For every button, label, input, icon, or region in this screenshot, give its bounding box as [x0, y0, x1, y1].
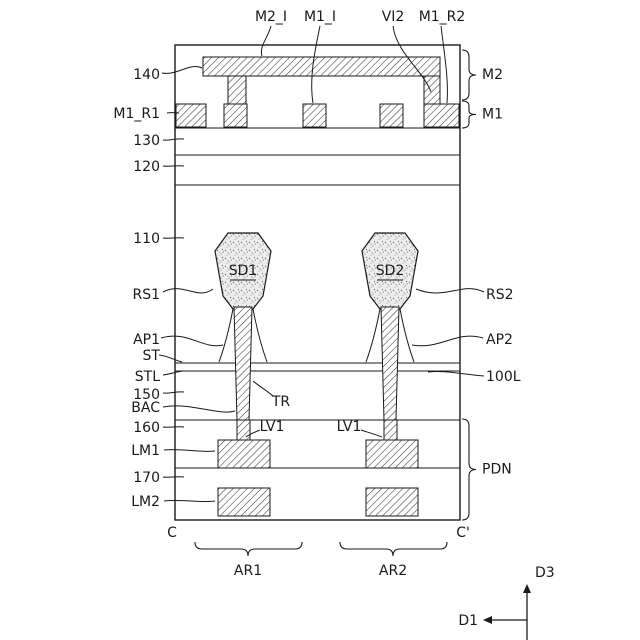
leader-lv1-left [245, 429, 261, 438]
brace-ar1 [194, 541, 303, 557]
label-110: 110 [133, 231, 160, 247]
lv1-via-right [383, 419, 398, 441]
lm1-left [217, 439, 271, 469]
lm2-left [217, 487, 271, 517]
brace-m2 [461, 49, 477, 101]
label-sd1: SD1 [229, 263, 258, 279]
label-c-prime: C' [456, 525, 470, 541]
leader-stl [162, 370, 184, 376]
leader-160 [162, 426, 185, 428]
label-ar2: AR2 [379, 563, 407, 579]
leader-rs2 [415, 288, 485, 294]
label-bac: BAC [131, 400, 160, 416]
leader-110 [162, 237, 185, 239]
lm1-right [365, 439, 419, 469]
leader-m1i [311, 25, 321, 104]
leader-170 [162, 476, 185, 478]
d3-arrowhead-icon [523, 584, 531, 593]
leader-150 [162, 391, 185, 394]
label-m1i: M1_I [304, 9, 336, 25]
label-m1r1: M1_R1 [113, 106, 160, 122]
leader-lm2 [163, 499, 216, 503]
label-120: 120 [133, 159, 160, 175]
label-vi2: VI2 [382, 9, 405, 25]
label-lv1-right: LV1 [337, 419, 362, 435]
leader-ap2 [411, 335, 484, 347]
m1-island-r1 [175, 103, 207, 128]
leader-lines [158, 25, 485, 503]
label-150: 150 [133, 387, 160, 403]
ap2-left-curve [365, 308, 381, 363]
label-lv1-left: LV1 [260, 419, 285, 435]
ap1-right-curve [252, 308, 268, 363]
brace-ar2 [339, 541, 448, 557]
label-m2i: M2_I [255, 9, 287, 25]
m1-island-2 [223, 103, 248, 128]
label-160: 160 [133, 420, 160, 436]
lv1-via-left [236, 419, 251, 441]
leader-lv1-right [360, 429, 383, 438]
channel-right [380, 306, 400, 421]
label-tr: TR [271, 394, 291, 410]
leader-lm1 [163, 449, 216, 452]
leader-100l [427, 371, 485, 377]
leader-st [158, 354, 183, 363]
leader-bac [162, 405, 236, 413]
label-d1: D1 [458, 613, 478, 629]
m1-island-4 [379, 103, 404, 128]
group-braces [194, 49, 477, 557]
label-130: 130 [133, 133, 160, 149]
leader-vi2 [392, 25, 432, 93]
leader-rs1 [162, 288, 214, 294]
device-body [174, 44, 461, 521]
label-st: ST [143, 348, 161, 364]
label-rs2: RS2 [486, 287, 514, 303]
m1-island-i [302, 103, 327, 128]
label-ap1: AP1 [133, 332, 160, 348]
leader-tr [252, 380, 274, 397]
label-rs1: RS1 [132, 287, 160, 303]
leader-m2i [260, 25, 272, 57]
ap1-left-curve [218, 308, 234, 363]
label-100l: 100L [486, 369, 521, 385]
d1-arrowhead-icon [483, 616, 492, 624]
ap2-right-curve [399, 308, 415, 363]
sd2-epitaxy [361, 232, 419, 310]
label-m1: M1 [482, 107, 503, 123]
label-ar1: AR1 [234, 563, 262, 579]
sd1-epitaxy [214, 232, 272, 310]
label-stl: STL [135, 369, 160, 385]
brace-m1 [461, 100, 477, 129]
leader-m1r2 [440, 25, 448, 104]
via-vi2 [423, 75, 441, 105]
leader-ap1 [160, 335, 224, 347]
label-lm1: LM1 [131, 443, 160, 459]
m1-island-r2 [423, 103, 460, 128]
label-ap2: AP2 [486, 332, 513, 348]
leader-130 [162, 138, 185, 141]
m2-wiring-bar [202, 56, 441, 77]
label-m2: M2 [482, 67, 503, 83]
label-c: C [167, 525, 177, 541]
leader-140 [161, 66, 203, 74]
label-sd2: SD2 [376, 263, 405, 279]
ap-spacer-curves [218, 308, 415, 363]
direction-axes [483, 584, 531, 640]
channel-left [233, 306, 253, 421]
label-d3: D3 [535, 565, 555, 581]
label-140: 140 [133, 67, 160, 83]
via-left [227, 75, 247, 105]
lm2-right [365, 487, 419, 517]
brace-pdn [461, 418, 477, 521]
text-labels: M2_I M1_I VI2 M1_R2 140 M1_R1 130 120 11… [113, 9, 554, 629]
leader-120 [162, 165, 185, 167]
label-170: 170 [133, 470, 160, 486]
label-m1r2: M1_R2 [419, 9, 466, 25]
label-pdn: PDN [482, 462, 512, 478]
label-lm2: LM2 [131, 494, 160, 510]
